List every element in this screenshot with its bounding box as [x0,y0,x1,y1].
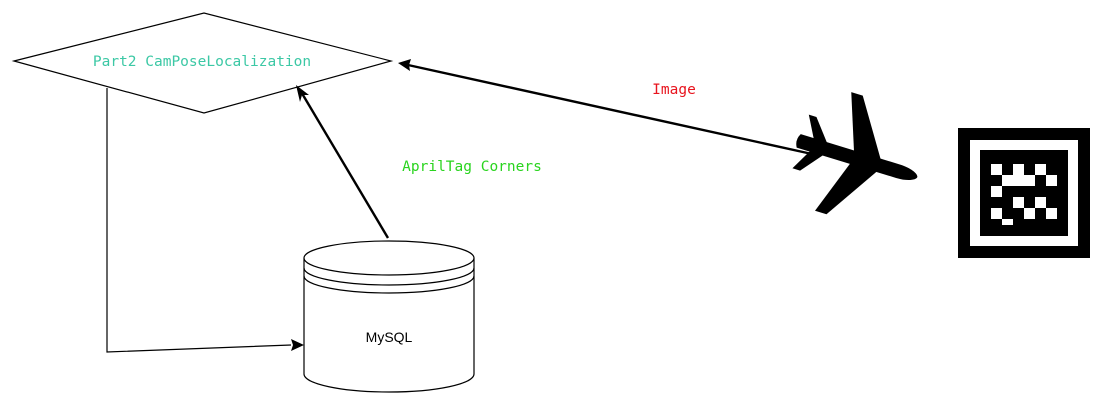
database-body [303,258,475,393]
localization-node-label: Part2 CamPoseLocalization [93,54,311,70]
localization-node-shape [11,12,394,114]
apriltag-corners-arrowhead [296,85,309,102]
database-ring-2 [303,275,475,294]
apriltag-corners-arrow [298,89,390,239]
apriltag-corners-edge: AprilTag Corners [296,85,542,239]
database-label: MySQL [366,329,413,345]
apriltag-corners-label: AprilTag Corners [402,159,542,175]
database-ring-1 [303,267,475,286]
node-to-database-line [106,88,292,353]
database-top [303,240,475,276]
localization-node: Part2 CamPoseLocalization [11,12,394,114]
node-to-database-arrowhead [291,339,304,351]
mysql-database: MySQL [303,240,475,393]
image-arrow [407,63,813,156]
node-to-database-connector [106,88,304,353]
image-label: Image [652,82,696,98]
airplane-icon [792,92,918,215]
apriltag-marker-icon [958,128,1090,258]
image-arrowhead [398,59,411,71]
image-edge: Image [398,59,813,156]
